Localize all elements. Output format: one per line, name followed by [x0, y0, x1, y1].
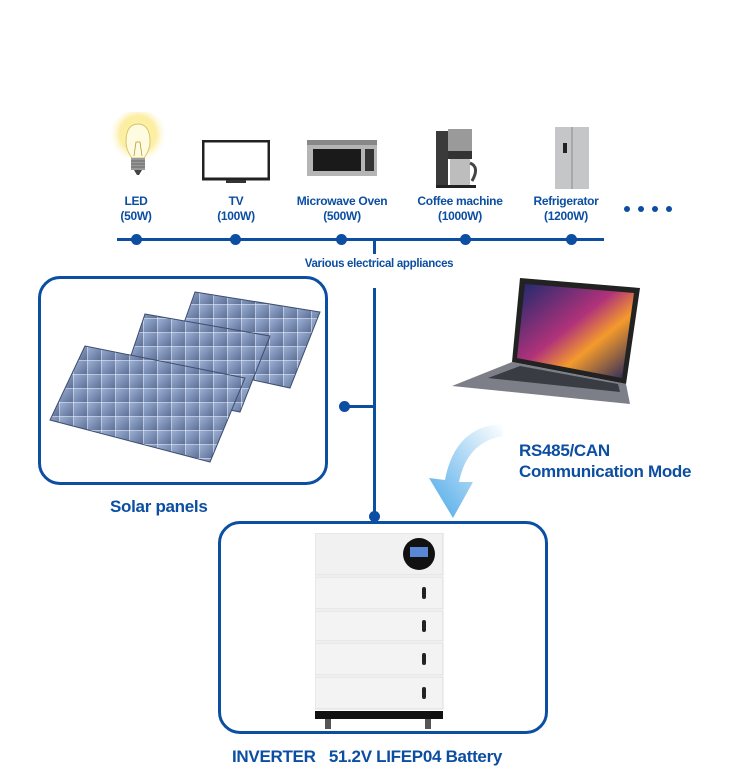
more-indicator-dot [638, 206, 644, 212]
solar-connector-dot [339, 401, 350, 412]
appliances-caption: Various electrical appliances [304, 258, 454, 270]
solar-panels-label: Solar panels [110, 497, 208, 516]
appliance-power: (1200W) [544, 209, 588, 223]
more-indicator-dot [652, 206, 658, 212]
appliance-label-coffee: Coffee machine (1000W) [400, 194, 520, 224]
solar-branch-line [345, 405, 375, 408]
refrigerator-icon [555, 127, 589, 189]
appliance-name: Microwave Oven [296, 194, 388, 208]
light-bulb-icon [108, 110, 168, 192]
appliance-label-tv: TV (100W) [176, 194, 296, 224]
appliance-name: Coffee machine [417, 194, 503, 208]
communication-mode: Communication Mode [519, 462, 692, 481]
communication-protocol: RS485/CAN [519, 441, 610, 460]
appliance-bus-line [117, 238, 604, 241]
coffee-machine-icon [432, 127, 484, 189]
appliance-power: (50W) [120, 209, 152, 223]
bus-node-dot [131, 234, 142, 245]
appliance-name: Refrigerator [533, 194, 599, 208]
laptop-image [450, 276, 640, 406]
main-trunk-line [373, 288, 376, 518]
solar-panel-image [45, 290, 325, 480]
communication-label: RS485/CAN Communication Mode [519, 440, 691, 482]
appliance-power: (100W) [217, 209, 255, 223]
bus-node-dot [566, 234, 577, 245]
bus-drop-line [373, 240, 376, 254]
bus-node-dot [336, 234, 347, 245]
appliance-power: (500W) [323, 209, 361, 223]
appliance-name: TV [228, 194, 244, 208]
bus-node-dot [460, 234, 471, 245]
appliance-label-refrigerator: Refrigerator (1200W) [506, 194, 626, 224]
appliance-label-microwave: Microwave Oven (500W) [282, 194, 402, 224]
microwave-icon [307, 140, 377, 176]
battery-label: INVERTER 51.2V LIFEP04 Battery [232, 747, 503, 766]
more-indicator-dot [666, 206, 672, 212]
battery-stack-image [314, 532, 445, 731]
communication-arrow-icon [415, 420, 505, 520]
more-indicator-dot [624, 206, 630, 212]
appliance-power: (1000W) [438, 209, 482, 223]
appliance-label-led: LED (50W) [76, 194, 196, 224]
solar-panel-box [38, 276, 328, 485]
appliance-name: LED [124, 194, 148, 208]
television-icon [201, 139, 271, 186]
battery-connector-dot [369, 511, 380, 522]
battery-box [218, 521, 548, 734]
bus-node-dot [230, 234, 241, 245]
